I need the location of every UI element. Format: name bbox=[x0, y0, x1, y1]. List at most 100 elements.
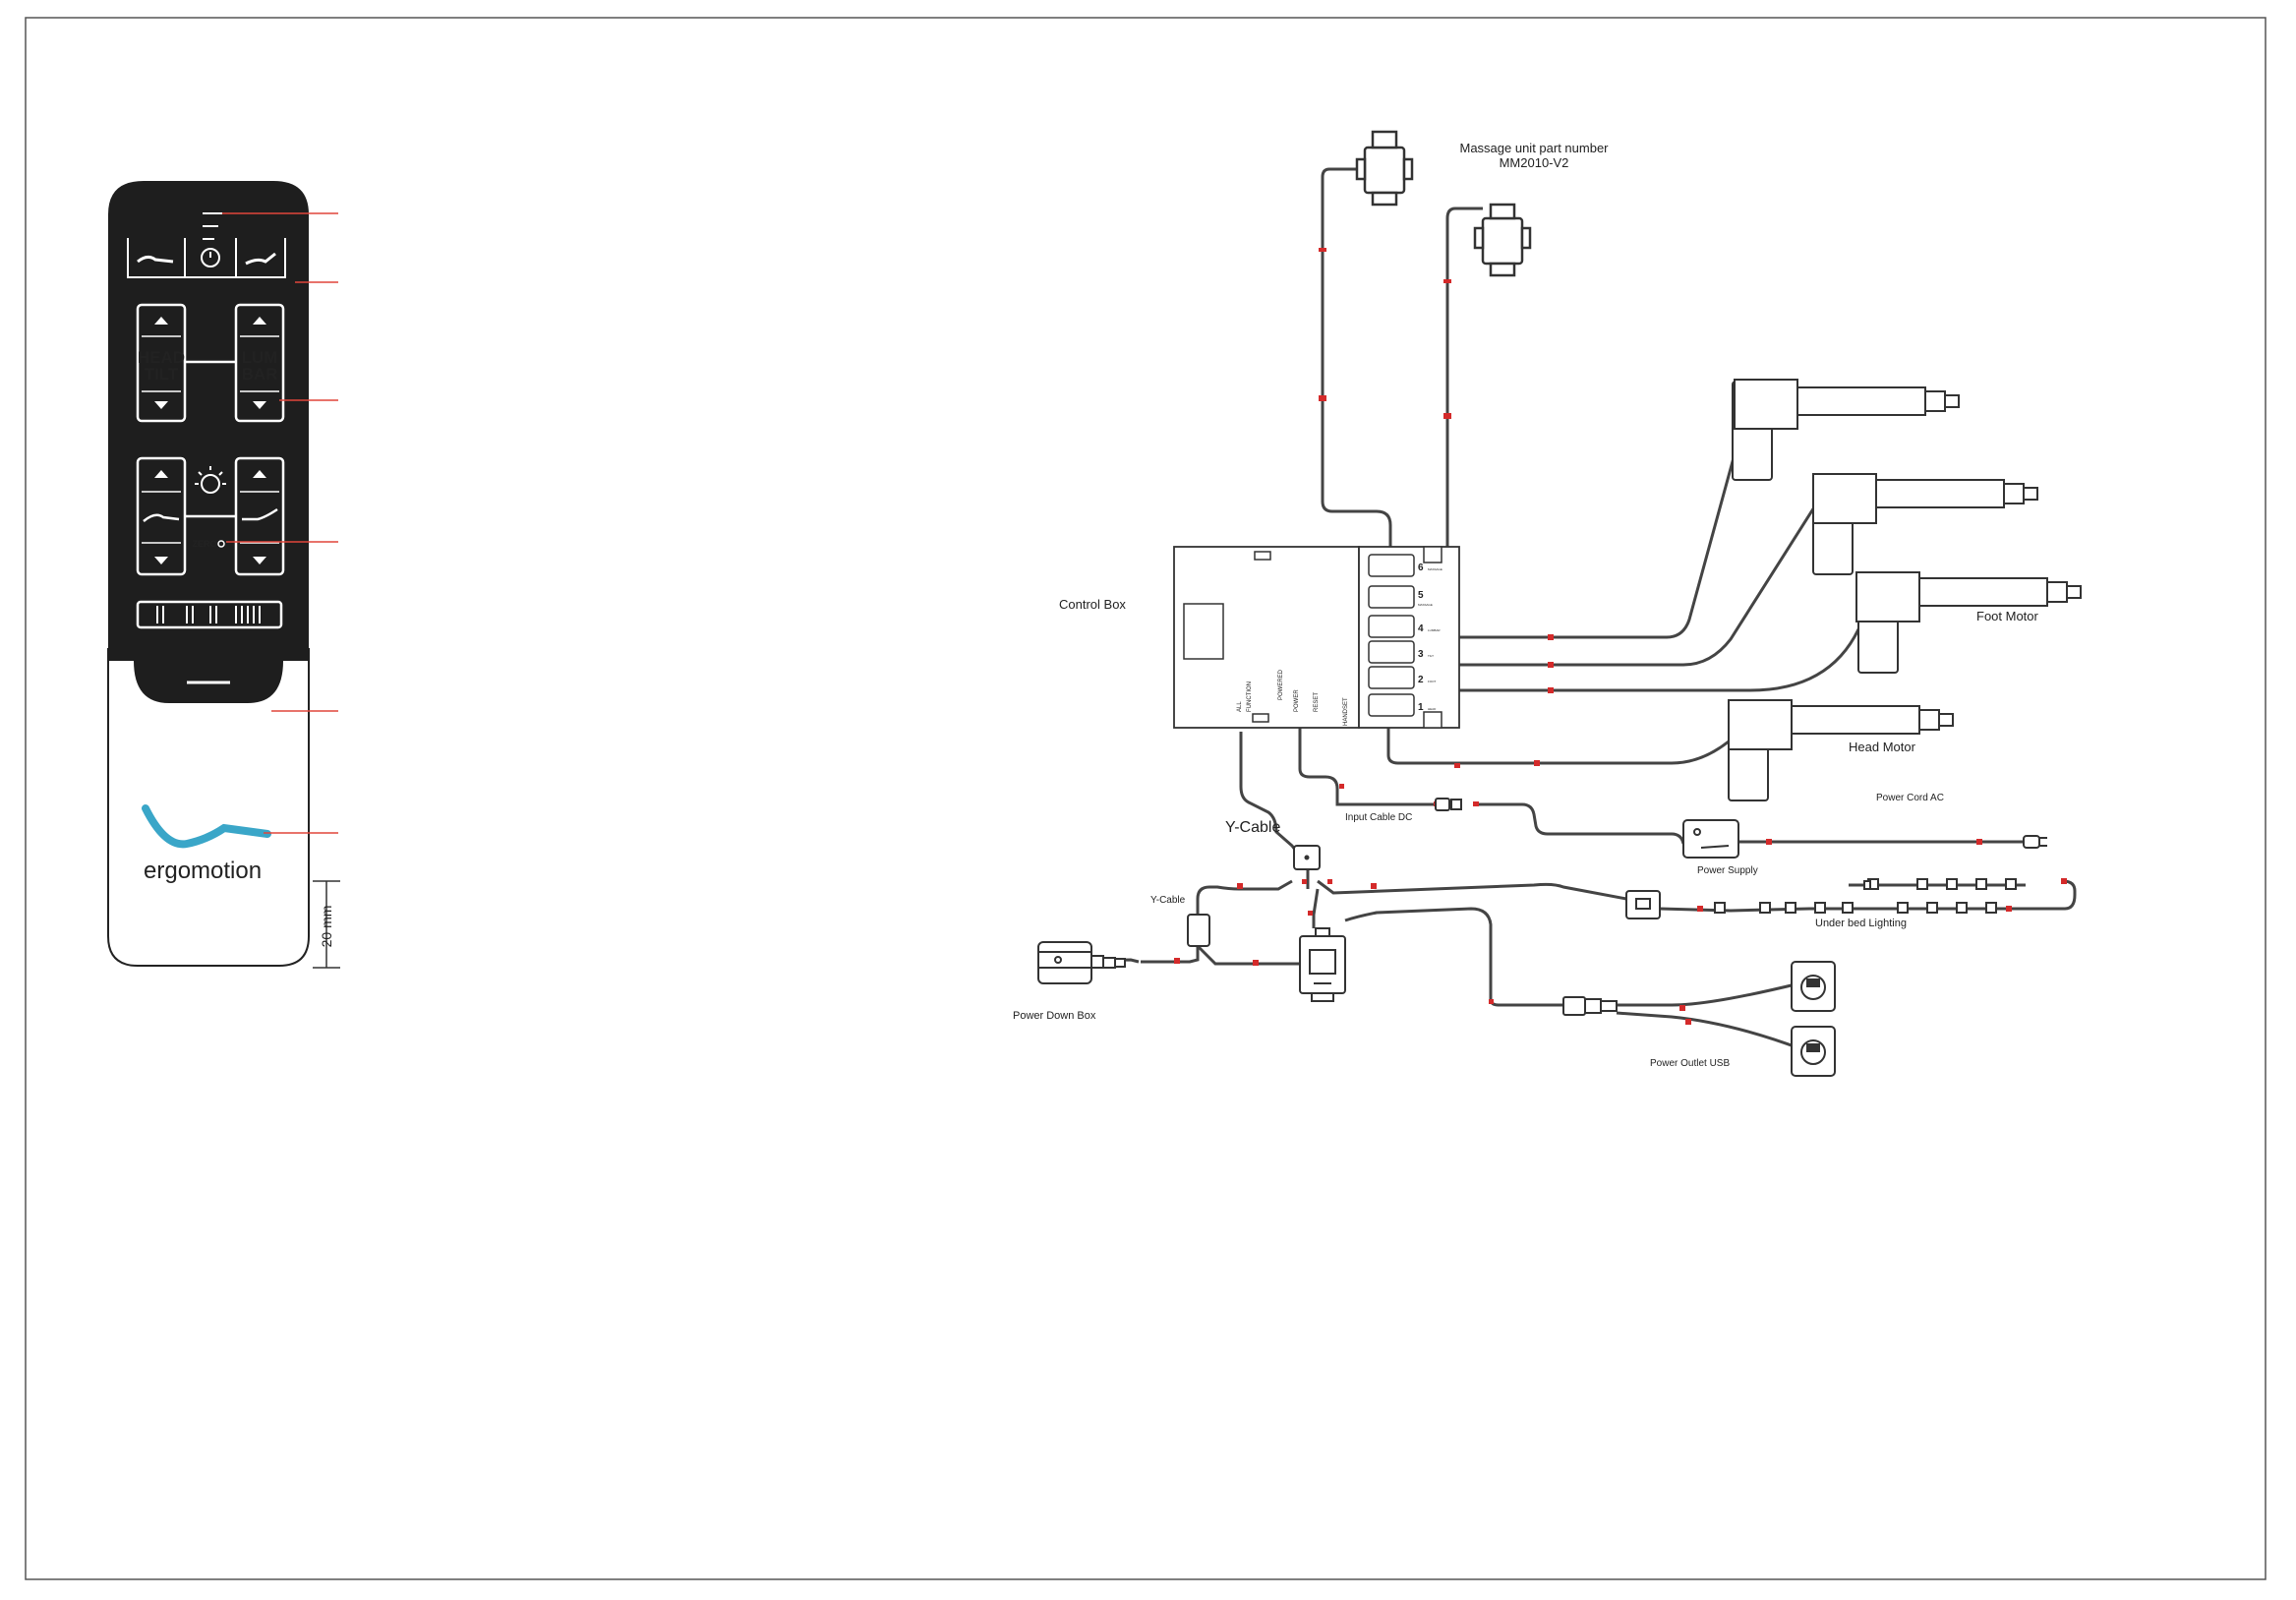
bottom-port-function: FUNCTION bbox=[1247, 681, 1253, 712]
bottom-port-powered: POWERED bbox=[1278, 669, 1284, 700]
zero-g-preset-button[interactable] bbox=[245, 252, 276, 266]
lighting-strip bbox=[1714, 878, 2017, 914]
usb-outlet-1 bbox=[1791, 961, 1836, 1012]
receiver-box bbox=[1299, 927, 1346, 1002]
port-6-caption: MASSAGE bbox=[1428, 567, 1442, 571]
power-supply-label: Power Supply bbox=[1697, 865, 1758, 876]
lighting-controller bbox=[1625, 890, 1661, 919]
port-4-caption: LUMBAR bbox=[1428, 628, 1441, 632]
bottom-port-handset: HANDSET bbox=[1343, 697, 1349, 726]
y-cable-label-large: Y-Cable bbox=[1225, 819, 1280, 836]
y-cable-splitter-secondary bbox=[1187, 914, 1210, 947]
head-tilt-down-icon[interactable] bbox=[154, 401, 168, 409]
lumbar-label-1: LUM bbox=[242, 348, 278, 367]
page-border bbox=[25, 17, 2267, 1580]
dimension-marker bbox=[313, 880, 340, 969]
port-5-number: 5 bbox=[1418, 590, 1424, 601]
timer-button[interactable] bbox=[201, 248, 220, 267]
port-2: 2 FOOT bbox=[1368, 666, 1436, 689]
zero-label: ZERO bbox=[192, 539, 216, 549]
massage-unit-1 bbox=[1355, 130, 1414, 207]
head-down-icon[interactable] bbox=[154, 557, 168, 564]
port-6: 6 MASSAGE bbox=[1368, 554, 1442, 577]
light-bulb-icon bbox=[201, 474, 220, 494]
port-5-caption: MASSAGE bbox=[1418, 603, 1433, 607]
foot-raise-icon bbox=[242, 507, 278, 521]
y-cable-label-small: Y-Cable bbox=[1150, 895, 1186, 906]
lumbar-motor bbox=[1732, 379, 1960, 481]
timer-icon bbox=[201, 248, 220, 267]
port-3-caption: TILT bbox=[1428, 654, 1434, 658]
port-3-number: 3 bbox=[1418, 649, 1424, 660]
lumbar-button-group[interactable]: LUM BAR bbox=[234, 303, 285, 423]
head-button-group[interactable] bbox=[136, 456, 187, 576]
port-1: 1 HEAD bbox=[1368, 693, 1437, 717]
recline-icon bbox=[137, 255, 174, 264]
power-supply bbox=[1682, 819, 1739, 859]
foot-frame bbox=[234, 456, 285, 576]
input-cable-dc-label: Input Cable DC bbox=[1345, 812, 1412, 823]
remote-upper-body bbox=[108, 181, 309, 703]
bottom-port-power: POWER bbox=[1294, 689, 1300, 712]
lounge-icon bbox=[245, 252, 276, 266]
port-4-number: 4 bbox=[1418, 623, 1424, 634]
control-box-ports: 6 MASSAGE 5 MASSAGE 4 LUMBAR 3 TILT 2 bbox=[1368, 554, 1442, 717]
usb-outlet-2 bbox=[1791, 1026, 1836, 1077]
massage-unit-2 bbox=[1473, 203, 1532, 277]
tv-preset-button[interactable] bbox=[137, 255, 174, 264]
power-outlet-usb-label: Power Outlet USB bbox=[1650, 1058, 1730, 1069]
head-up-icon[interactable] bbox=[154, 470, 168, 478]
bottom-port-all: ALL bbox=[1237, 701, 1243, 712]
head-tilt-up-icon[interactable] bbox=[154, 317, 168, 325]
under-bed-lighting-label: Under bed Lighting bbox=[1815, 918, 1907, 929]
brand-name: ergomotion bbox=[144, 858, 262, 884]
massage-mode-bar[interactable] bbox=[136, 600, 283, 629]
port-5: 5 MASSAGE bbox=[1368, 585, 1433, 609]
port-1-caption: HEAD bbox=[1428, 707, 1437, 711]
head-tilt-label-2: TILT bbox=[145, 365, 179, 384]
light-button[interactable] bbox=[195, 466, 226, 494]
wiring-diagram: Massage unit part number MM2010-V2 6 MAS… bbox=[1013, 130, 2082, 1077]
dc-inline-connector bbox=[1435, 798, 1462, 811]
bottom-port-reset: RESET bbox=[1314, 692, 1320, 712]
remote-lower-body bbox=[107, 648, 310, 967]
connector-marks bbox=[1174, 248, 2067, 1025]
massage-unit-label-1: Massage unit part number bbox=[1459, 141, 1609, 155]
foot-button-group[interactable] bbox=[234, 456, 285, 576]
leader-lines bbox=[222, 212, 338, 834]
foot-up-icon[interactable] bbox=[253, 470, 266, 478]
control-box-bottom-ports: ALL FUNCTION POWERED POWER RESET HANDSET bbox=[1237, 669, 1349, 726]
power-down-box-label: Power Down Box bbox=[1013, 1010, 1096, 1022]
port-2-caption: FOOT bbox=[1428, 680, 1436, 683]
usb-splitter bbox=[1562, 996, 1618, 1016]
massage-level-icon bbox=[203, 212, 222, 240]
port-3: 3 TILT bbox=[1368, 640, 1434, 664]
tilt-motor bbox=[1812, 473, 2038, 575]
remote-control: HEAD TILT LUM BAR bbox=[107, 181, 340, 969]
port-2-number: 2 bbox=[1418, 675, 1424, 685]
y-cable-splitter-main bbox=[1293, 845, 1321, 870]
control-box-label: Control Box bbox=[1059, 597, 1126, 612]
massage-unit-label-2: MM2010-V2 bbox=[1500, 155, 1569, 170]
head-tilt-label-1: HEAD bbox=[138, 348, 185, 367]
lumbar-down-icon[interactable] bbox=[253, 401, 266, 409]
control-box-label-window bbox=[1183, 603, 1224, 660]
foot-motor-label: Foot Motor bbox=[1976, 609, 2039, 623]
dimension-label: 20 mm bbox=[319, 906, 334, 948]
preset-row bbox=[127, 238, 286, 278]
power-cord-ac-label: Power Cord AC bbox=[1876, 793, 1944, 803]
lumbar-frame bbox=[234, 303, 285, 423]
foot-down-icon[interactable] bbox=[253, 557, 266, 564]
zero-button[interactable]: ZERO bbox=[192, 539, 225, 549]
foot-motor bbox=[1855, 571, 2082, 674]
head-raise-icon bbox=[143, 513, 180, 522]
port-4: 4 LUMBAR bbox=[1368, 615, 1441, 638]
port-6-number: 6 bbox=[1418, 563, 1424, 573]
head-motor-label: Head Motor bbox=[1849, 740, 1916, 754]
lumbar-up-icon[interactable] bbox=[253, 317, 266, 325]
brand-swoosh bbox=[142, 804, 271, 849]
ac-plug bbox=[2023, 835, 2047, 849]
power-down-box bbox=[1037, 941, 1126, 984]
cables bbox=[1051, 167, 2077, 1050]
